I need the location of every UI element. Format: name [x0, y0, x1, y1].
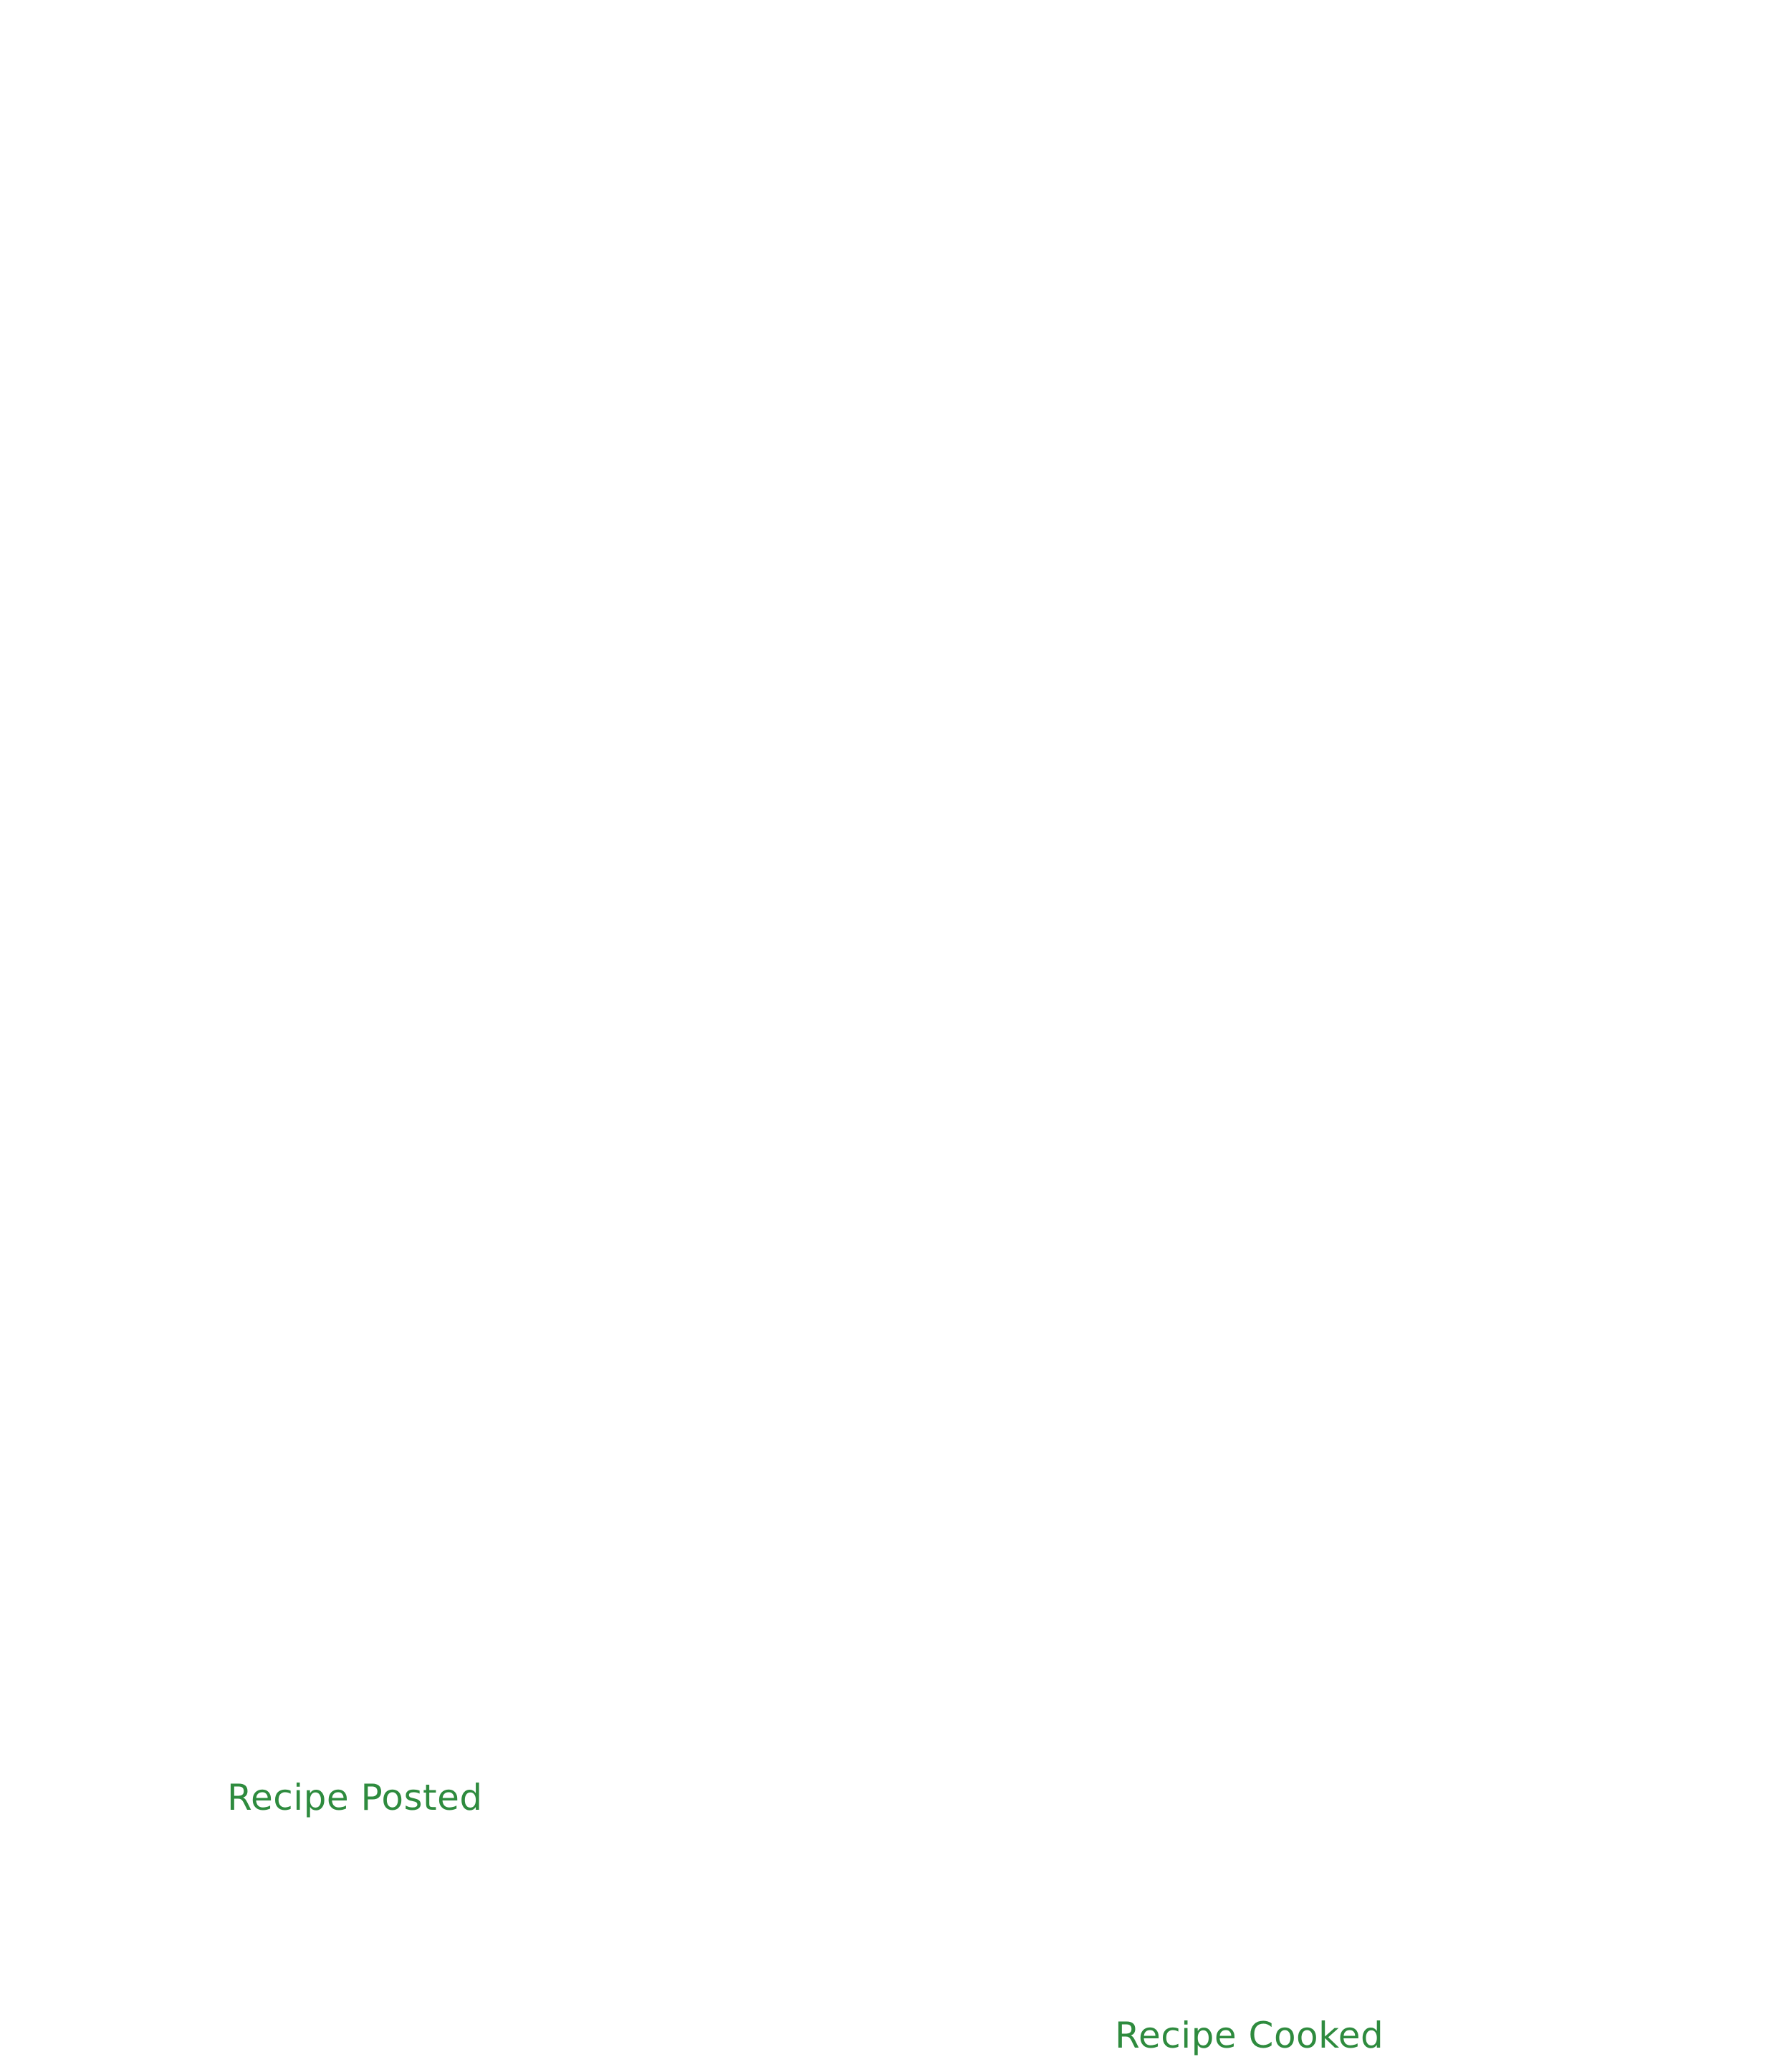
recipe-posted-label: Recipe Posted: [227, 1777, 483, 1818]
recipe-cooked-label: Recipe Cooked: [1115, 2015, 1384, 2056]
